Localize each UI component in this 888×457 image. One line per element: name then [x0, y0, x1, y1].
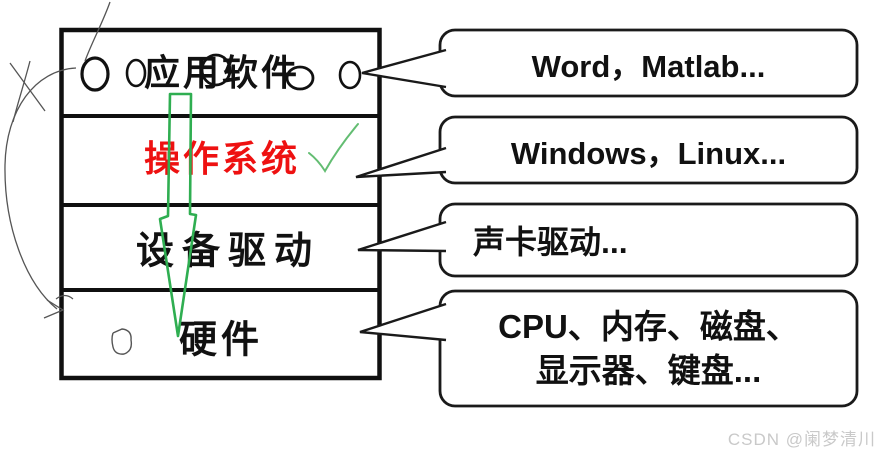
hand-circle-icon	[338, 60, 362, 90]
callout-box-hardware-items	[438, 289, 859, 408]
callout-word-matlab-text: Word，Matlab...	[531, 48, 766, 84]
pencil-hook-icon	[55, 294, 74, 300]
pencil-curved-arrow	[4, 67, 77, 310]
pencil-blob-circle-icon	[111, 328, 133, 355]
hand-circle-icon	[125, 58, 147, 88]
callout-tail-1	[361, 48, 447, 89]
callout-windows-linux-text: Windows，Linux...	[510, 135, 787, 171]
callout-soundcard-driver-text: 声卡驱动...	[473, 224, 628, 260]
green-checkmark-icon	[308, 123, 359, 173]
green-down-arrow-icon	[158, 92, 198, 338]
application-software-label: 应用软件	[143, 52, 301, 93]
hardware-label: 硬件	[178, 319, 264, 362]
hand-circle-icon	[285, 65, 315, 91]
callout-tail-3	[357, 220, 447, 253]
pencil-arrowhead-icon	[43, 299, 65, 319]
callout-hardware-items-line1: CPU、内存、磁盘、	[498, 307, 799, 345]
pencil-line-icon	[84, 1, 111, 62]
pencil-cross-icon	[9, 62, 46, 112]
hand-circle-icon	[80, 56, 110, 92]
hand-circle-icon	[200, 53, 232, 87]
callout-hardware-items-text: CPU、内存、磁盘、 显示器、键盘...	[440, 291, 857, 406]
callout-tail-2	[355, 146, 447, 179]
watermark-text: CSDN @阑梦清川	[727, 430, 876, 449]
callout-hardware-items-line2: 显示器、键盘...	[535, 351, 762, 389]
callout-tail-4	[359, 302, 447, 342]
